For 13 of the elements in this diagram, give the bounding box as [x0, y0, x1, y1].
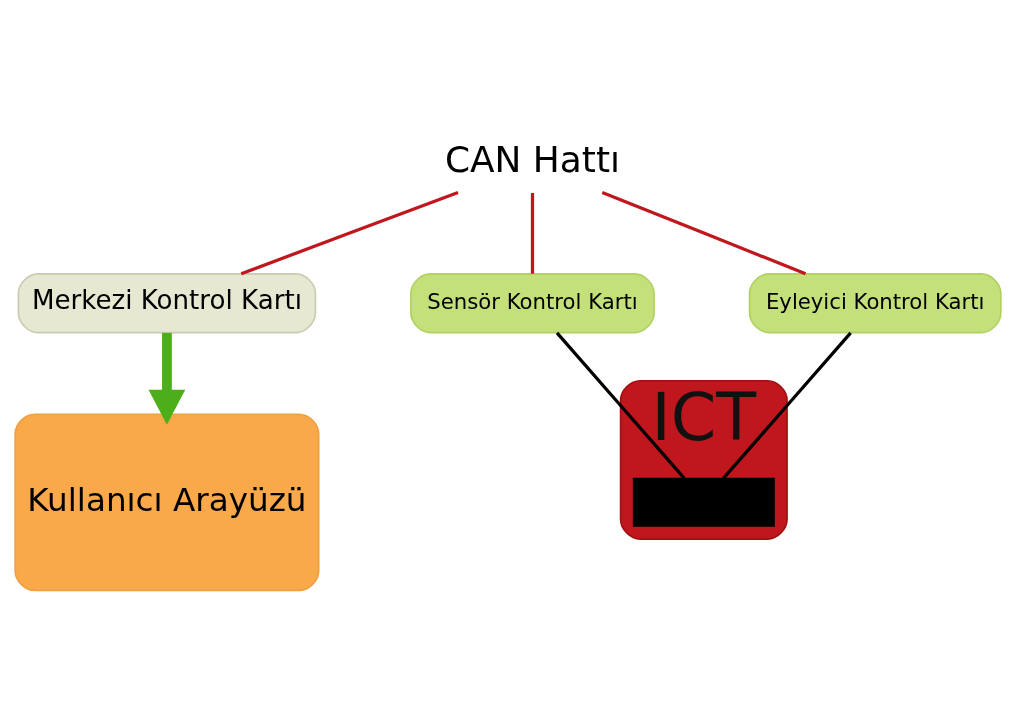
connector: [555, 331, 686, 479]
node-box: [632, 477, 775, 527]
connector: [530, 192, 535, 274]
connector: [722, 331, 852, 479]
cluster: ICT: [619, 379, 788, 540]
node-box: Sensör Kontrol Kartı: [410, 272, 655, 333]
arrow: [148, 332, 186, 425]
connector: [240, 190, 459, 275]
node-box: Merkezi Kontrol Kartı: [17, 272, 317, 333]
connector: [601, 190, 807, 275]
node-box: Eyleyici Kontrol Kartı: [748, 272, 1002, 333]
node-text: CAN Hattı: [444, 138, 620, 180]
node-box: Kullanıcı Arayüzü: [14, 412, 320, 591]
